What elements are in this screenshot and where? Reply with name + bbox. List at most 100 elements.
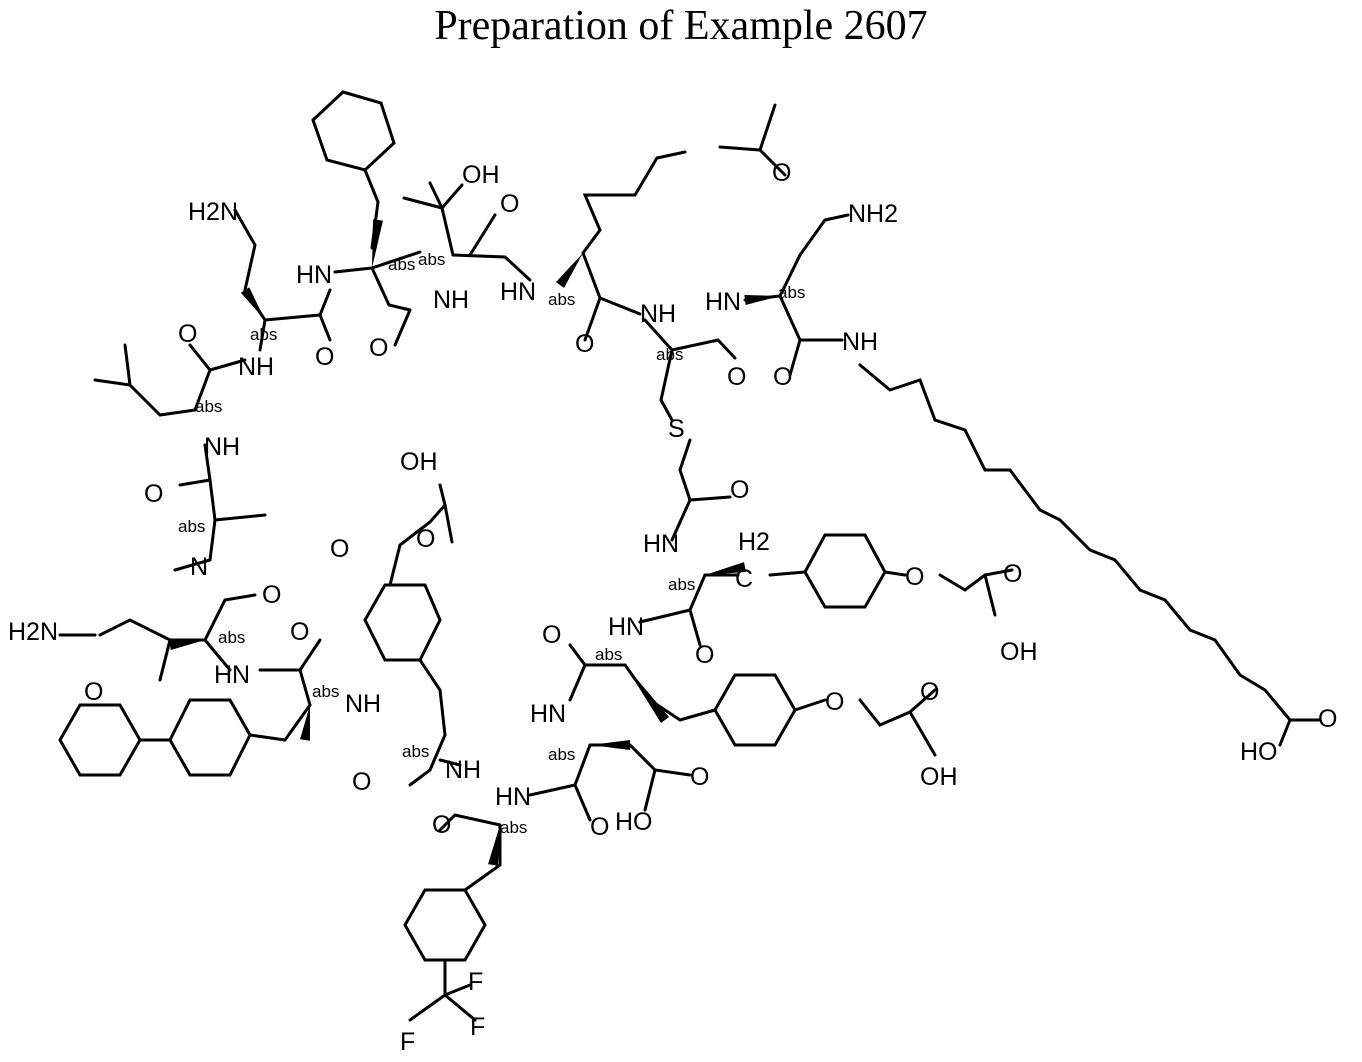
bond-line <box>453 255 530 280</box>
stereo-abs-label: abs <box>778 283 805 302</box>
bond-line <box>805 535 885 607</box>
wedge-bond <box>372 219 383 268</box>
atom-label: O <box>352 768 371 796</box>
bond-line <box>313 92 394 170</box>
atom-label: O <box>695 641 714 669</box>
atom-label: O <box>262 581 281 609</box>
atom-label: HN <box>530 700 566 728</box>
bond-line <box>1280 720 1290 745</box>
atom-label: O <box>825 688 844 716</box>
atom-label: O <box>542 621 561 649</box>
atom-label: HN <box>214 661 250 689</box>
bond-line <box>215 515 265 520</box>
bond-line <box>405 890 485 960</box>
bond-line <box>235 210 265 320</box>
stereo-abs-label: abs <box>178 517 205 536</box>
atom-label: NH <box>640 300 676 328</box>
atom-label: O <box>416 525 435 553</box>
bond-line <box>442 185 462 208</box>
stereo-abs-label: abs <box>668 575 695 594</box>
wedge-bond <box>169 640 205 650</box>
stereo-abs-label: abs <box>418 250 445 269</box>
bond-line <box>190 345 210 370</box>
atom-label: HO <box>615 808 653 836</box>
bond-line <box>720 105 775 150</box>
bond-line <box>680 440 730 500</box>
stereo-abs-label: abs <box>312 682 339 701</box>
atom-label: NH2 <box>848 200 898 228</box>
stereo-abs-label: abs <box>656 345 683 364</box>
stereo-abs-label: abs <box>388 255 415 274</box>
bond-line <box>645 320 672 420</box>
atom-label: H2 <box>738 528 770 556</box>
bond-line <box>583 253 600 340</box>
wedge-bond <box>744 295 780 305</box>
atom-label: O <box>772 159 791 187</box>
bond-line <box>885 572 905 575</box>
bond-line <box>60 705 140 775</box>
bond-line <box>795 700 825 710</box>
atom-label: O <box>290 618 309 646</box>
atom-label: HN <box>608 613 644 641</box>
stereo-abs-label: abs <box>402 742 429 761</box>
wedge-bond <box>590 740 630 750</box>
bond-line <box>420 660 445 735</box>
atom-label: O <box>590 813 609 841</box>
atom-label: O <box>727 363 746 391</box>
bond-line <box>985 575 995 615</box>
atom-label: S <box>668 415 685 443</box>
atom-label: O <box>905 563 924 591</box>
bond-line <box>410 995 445 1020</box>
bond-line <box>180 480 215 520</box>
atom-label: HN <box>500 278 536 306</box>
atom-label: O <box>84 678 103 706</box>
atom-label: C <box>735 565 753 593</box>
bond-line <box>445 505 452 542</box>
wedge-bond <box>241 287 265 320</box>
bond-line <box>590 745 690 775</box>
bond-line <box>640 610 690 622</box>
bond-line <box>404 198 453 255</box>
bond-line <box>320 290 330 315</box>
wedge-bond <box>625 665 669 723</box>
atom-label: F <box>470 1013 485 1041</box>
atom-label: O <box>690 763 709 791</box>
bond-line <box>170 700 250 775</box>
stereo-abs-label: abs <box>250 325 277 344</box>
atom-label: F <box>400 1028 415 1056</box>
atom-label: NH <box>842 328 878 356</box>
bond-line <box>530 785 575 795</box>
bond-line <box>95 380 130 385</box>
atom-label: OH <box>1000 638 1038 666</box>
stereo-abs-label: abs <box>218 628 245 647</box>
atom-label: O <box>330 535 349 563</box>
atom-label: NH <box>445 756 481 784</box>
bond-line <box>440 485 445 505</box>
stereo-abs-label: abs <box>500 818 527 837</box>
atom-label: NH <box>238 353 274 381</box>
atom-label: O <box>315 343 334 371</box>
bond-line <box>470 215 495 255</box>
bond-line <box>395 310 410 345</box>
atom-label: O <box>920 678 939 706</box>
bond-line <box>570 665 585 700</box>
bond-line <box>583 152 685 253</box>
atom-label: O <box>432 811 451 839</box>
atom-label: O <box>1318 705 1337 733</box>
bond-line <box>160 640 170 680</box>
bond-line <box>860 365 1320 720</box>
atom-label: H2N <box>8 618 58 646</box>
atom-label: N <box>190 553 208 581</box>
atom-label: O <box>773 363 792 391</box>
bond-line <box>100 620 205 640</box>
bond-line <box>600 298 640 314</box>
bond-line <box>715 675 795 745</box>
bond-line <box>625 665 715 720</box>
bond-line <box>770 572 805 575</box>
atom-label: OH <box>920 763 958 791</box>
atom-label: O <box>575 330 594 358</box>
stereo-abs-label: abs <box>595 645 622 664</box>
bond-line <box>860 700 910 725</box>
atom-label: NH <box>204 433 240 461</box>
